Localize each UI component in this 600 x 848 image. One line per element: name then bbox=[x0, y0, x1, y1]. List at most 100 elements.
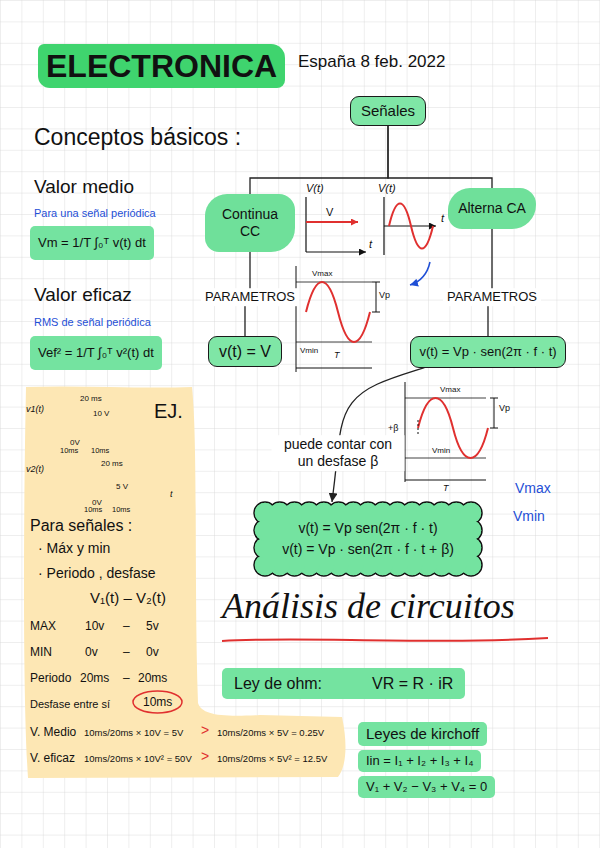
graph-label: Vmin bbox=[432, 446, 450, 455]
max-line bbox=[296, 282, 372, 283]
connector bbox=[250, 126, 388, 194]
signal-name: v2(t) bbox=[26, 464, 44, 474]
graph-label: +β bbox=[388, 423, 398, 433]
formula-box: v(t) = Vp · sen(2π · f · t) bbox=[410, 336, 565, 368]
circled-value: 10ms bbox=[132, 690, 183, 714]
signal-name: v1(t) bbox=[26, 404, 44, 414]
graph-label: Vp bbox=[379, 290, 390, 300]
graph-label: Vmax bbox=[312, 269, 332, 278]
cloud-fill bbox=[417, 555, 437, 575]
amplitude-bracket bbox=[490, 398, 498, 428]
cloud-bump bbox=[254, 554, 276, 576]
node-text: 5v bbox=[146, 620, 159, 634]
max-line bbox=[405, 398, 486, 399]
node-text: Vm = 1/T ∫₀ᵀ v(t) dt bbox=[38, 235, 146, 251]
formula-highlight: Vm = 1/T ∫₀ᵀ v(t) dt bbox=[30, 226, 154, 260]
min-line bbox=[296, 342, 372, 343]
dimension-label: 10 V bbox=[93, 409, 109, 418]
cloud-bump bbox=[460, 502, 482, 524]
cloud-bump bbox=[460, 519, 482, 541]
cloud-fill bbox=[402, 555, 422, 575]
cloud-bump bbox=[445, 554, 467, 576]
connector-label: puede contar con un desfase β bbox=[272, 435, 405, 471]
node-text: – bbox=[123, 620, 130, 634]
cloud-bump bbox=[460, 537, 482, 559]
axis-label: V(t) bbox=[306, 182, 324, 195]
cloud-bump bbox=[387, 554, 409, 576]
cloud-fill bbox=[461, 520, 481, 540]
dimension-label: 20 ms bbox=[101, 459, 123, 468]
graph-label: Vmin bbox=[300, 346, 318, 355]
cloud-bump bbox=[445, 502, 467, 524]
node-text: v(t) = Vp · sen(2π · f · t) bbox=[419, 344, 556, 360]
axis-line bbox=[296, 368, 372, 369]
phase-graph bbox=[405, 382, 498, 482]
cloud-fill bbox=[328, 555, 348, 575]
cloud-bump bbox=[254, 519, 276, 541]
topic-heading: Valor eficaz bbox=[34, 284, 132, 306]
cloud-bump bbox=[269, 502, 291, 524]
node-text: 10ms bbox=[143, 695, 172, 709]
connector bbox=[488, 229, 492, 336]
node-text: – bbox=[123, 646, 130, 660]
dimension-label: 10ms bbox=[112, 506, 130, 515]
dimension-label: 0V bbox=[70, 438, 80, 447]
page-title: ELECTRONICA bbox=[38, 44, 285, 88]
node-text: > bbox=[201, 748, 209, 764]
node-text: v(t) = V bbox=[219, 342, 271, 361]
node-text: Para señales : bbox=[30, 517, 132, 535]
node-text: – bbox=[123, 672, 130, 686]
cloud-fill bbox=[255, 537, 275, 557]
node-text: 20ms bbox=[138, 672, 167, 686]
node-text: MIN bbox=[30, 646, 52, 660]
node-text: · Periodo , desfase bbox=[38, 565, 156, 581]
node-text: V. Medio bbox=[30, 726, 76, 740]
dimension-label: 10ms bbox=[91, 447, 109, 456]
node-text: Periodo bbox=[30, 672, 71, 686]
law-highlight: Iin = I₁ + I₂ + I₃ + I₄ bbox=[358, 750, 481, 772]
dc-graph bbox=[306, 197, 366, 252]
section-heading: Conceptos básicos : bbox=[34, 124, 241, 150]
ac-graph bbox=[384, 197, 436, 255]
axis-line bbox=[405, 382, 406, 482]
dimension-label: 5 V bbox=[116, 482, 128, 491]
formula-cloud: v(t) = Vp sen(2π · f · t)v(t) = Vp · sen… bbox=[254, 502, 482, 576]
node-text: V₁(t) – V₂(t) bbox=[90, 589, 166, 606]
note-arrow bbox=[410, 262, 430, 285]
signal-level: V bbox=[326, 206, 333, 219]
cloud-bump bbox=[372, 554, 394, 576]
circle-mark bbox=[133, 691, 182, 713]
cloud-bump bbox=[313, 554, 335, 576]
node-text: Vef² = 1/T ∫₀ᵀ v²(t) dt bbox=[38, 345, 154, 361]
node-text: V. eficaz bbox=[30, 752, 75, 766]
formula-box: v(t) = V bbox=[208, 336, 282, 367]
sine-graph bbox=[296, 266, 380, 372]
node-text: Continua CC bbox=[215, 206, 285, 240]
node-text: Leyes de kirchoff bbox=[366, 725, 479, 743]
cloud-fill bbox=[265, 513, 471, 565]
graph-label: Vmax bbox=[440, 385, 460, 394]
node-text: 10ms/20ms × 10V = 5V bbox=[84, 728, 183, 739]
graph-label: Vp bbox=[499, 403, 510, 413]
connector bbox=[388, 126, 492, 188]
node-text: V₁ + V₂ − V₃ + V₄ = 0 bbox=[366, 779, 487, 795]
graph-label: T bbox=[443, 483, 449, 493]
cloud-bump bbox=[431, 554, 453, 576]
cloud-fill bbox=[270, 555, 290, 575]
cloud-fill bbox=[299, 555, 319, 575]
node-text: 20ms bbox=[80, 672, 109, 686]
process-box: Señales bbox=[350, 96, 426, 126]
connector-group bbox=[245, 126, 492, 502]
cloud-bump bbox=[269, 554, 291, 576]
connector-label: PARAMETROS bbox=[201, 288, 299, 306]
node-text: 10ms/20ms × 5V = 0.25V bbox=[217, 728, 324, 739]
node-text: MAX bbox=[30, 620, 56, 634]
graph-label: T bbox=[334, 350, 340, 360]
heading-underline bbox=[222, 638, 548, 641]
law-highlight: V₁ + V₂ − V₃ + V₄ = 0 bbox=[358, 776, 495, 798]
cloud-bump bbox=[357, 554, 379, 576]
node-text: Iin = I₁ + I₂ + I₃ + I₄ bbox=[366, 753, 473, 769]
cloud-fill bbox=[446, 555, 466, 575]
